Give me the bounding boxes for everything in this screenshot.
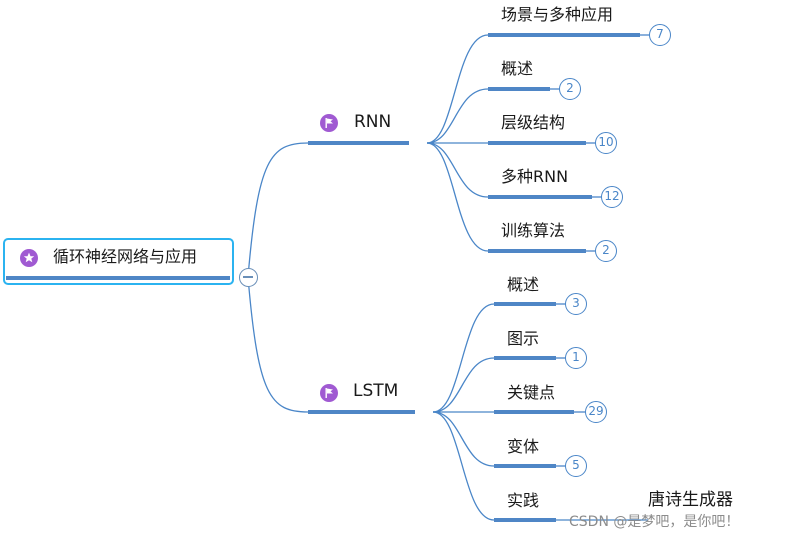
rnn-child-1[interactable]: 概述	[501, 59, 534, 78]
connector-lstm-0	[432, 303, 495, 413]
connector-root-rnn	[247, 142, 309, 278]
connector-rnn-0	[426, 34, 489, 144]
star-icon	[20, 249, 38, 267]
count-badge[interactable]: 5	[565, 455, 587, 477]
collapse-toggle[interactable]	[239, 268, 258, 287]
rnn-child-underline-0	[488, 33, 640, 37]
rnn-child-underline-1	[488, 87, 550, 91]
count-badge[interactable]: 1	[565, 347, 587, 369]
root-underline	[6, 276, 230, 280]
lstm-child-0[interactable]: 概述	[507, 275, 540, 294]
count-badge[interactable]: 10	[595, 132, 617, 154]
lstm-child-4[interactable]: 实践	[507, 491, 540, 510]
flag-icon	[320, 384, 338, 402]
lstm-child-underline-4	[494, 518, 556, 522]
connector-lstm-1	[432, 357, 495, 413]
flag-icon	[320, 114, 338, 132]
rnn-child-underline-4	[488, 249, 586, 253]
lstm-child-underline-1	[494, 356, 556, 360]
watermark: CSDN @是梦吧，是你吧！	[569, 514, 740, 530]
lstm-child-underline-2	[494, 410, 574, 414]
rnn-child-3[interactable]: 多种RNN	[501, 167, 569, 186]
rnn-child-underline-2	[488, 141, 586, 145]
connector-rnn-3	[426, 142, 489, 198]
branch-lstm-label[interactable]: LSTM	[353, 381, 399, 401]
rnn-child-0[interactable]: 场景与多种应用	[501, 5, 614, 24]
count-badge[interactable]: 3	[565, 293, 587, 315]
connector-lstm-3	[432, 411, 495, 467]
rnn-child-4[interactable]: 训练算法	[501, 221, 566, 240]
lstm-underline	[308, 410, 415, 414]
connector-root-lstm	[247, 276, 309, 413]
count-badge[interactable]: 12	[601, 186, 623, 208]
lstm-child-underline-3	[494, 464, 556, 468]
lstm-child-underline-0	[494, 302, 556, 306]
rnn-underline	[308, 141, 409, 145]
count-badge[interactable]: 29	[585, 401, 607, 423]
count-badge[interactable]: 2	[559, 78, 581, 100]
branch-rnn-label[interactable]: RNN	[354, 112, 392, 132]
lstm-child-3[interactable]: 变体	[507, 437, 540, 456]
rnn-child-underline-3	[488, 195, 592, 199]
connector-lstm-4	[432, 411, 495, 521]
rnn-child-2[interactable]: 层级结构	[501, 113, 566, 132]
connector-rnn-1	[426, 88, 489, 144]
root-label: 循环神经网络与应用	[53, 247, 198, 266]
lstm-child-1[interactable]: 图示	[507, 329, 540, 348]
count-badge[interactable]: 7	[649, 24, 671, 46]
connector-rnn-4	[426, 142, 489, 252]
lstm-practice-subitem[interactable]: 唐诗生成器	[648, 490, 733, 510]
count-badge[interactable]: 2	[595, 240, 617, 262]
root-node[interactable]	[3, 238, 234, 285]
lstm-child-2[interactable]: 关键点	[507, 383, 556, 402]
